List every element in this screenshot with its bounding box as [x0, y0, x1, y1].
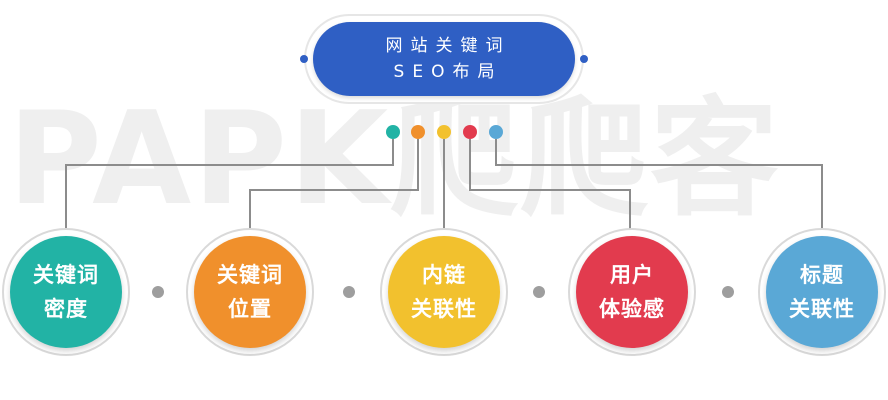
separator-dot-1 — [152, 286, 164, 298]
node-circle: 用户 体验感 — [576, 236, 688, 348]
node-label-line2: 密度 — [44, 297, 88, 321]
node-label-line1: 关键词 — [33, 263, 99, 287]
connector-line-1 — [65, 139, 394, 240]
separator-dot-2 — [343, 286, 355, 298]
node-user-experience: 用户 体验感 — [568, 228, 696, 356]
node-label-line2: 位置 — [228, 297, 272, 321]
title-line-1: 网站关键词 — [385, 36, 511, 56]
title-left-dot — [300, 55, 308, 63]
separator-dot-4 — [722, 286, 734, 298]
node-label-line1: 用户 — [610, 263, 654, 287]
node-circle: 内链 关联性 — [388, 236, 500, 348]
connector-dot-1 — [386, 125, 400, 139]
title-pill: 网站关键词 SEO布局 — [313, 22, 575, 96]
node-circle: 关键词 密度 — [10, 236, 122, 348]
node-title-relevance: 标题 关联性 — [758, 228, 886, 356]
connector-line-5 — [495, 139, 823, 240]
connector-dot-4 — [463, 125, 477, 139]
node-keyword-density: 关键词 密度 — [2, 228, 130, 356]
title-line-2: SEO布局 — [393, 62, 503, 82]
separator-dot-3 — [533, 286, 545, 298]
title-right-dot — [580, 55, 588, 63]
connector-line-2 — [249, 139, 419, 240]
node-label-line1: 关键词 — [217, 263, 283, 287]
connector-dot-3 — [437, 125, 451, 139]
node-circle: 标题 关联性 — [766, 236, 878, 348]
node-label-line1: 内链 — [422, 263, 466, 287]
node-label-line2: 体验感 — [599, 297, 665, 321]
node-circle: 关键词 位置 — [194, 236, 306, 348]
node-label-line2: 关联性 — [411, 297, 477, 321]
node-label-line2: 关联性 — [789, 297, 855, 321]
node-internal-link-relevance: 内链 关联性 — [380, 228, 508, 356]
connector-dot-2 — [411, 125, 425, 139]
connector-line-4 — [469, 139, 631, 240]
connector-dot-5 — [489, 125, 503, 139]
node-label-line1: 标题 — [800, 263, 844, 287]
node-keyword-position: 关键词 位置 — [186, 228, 314, 356]
